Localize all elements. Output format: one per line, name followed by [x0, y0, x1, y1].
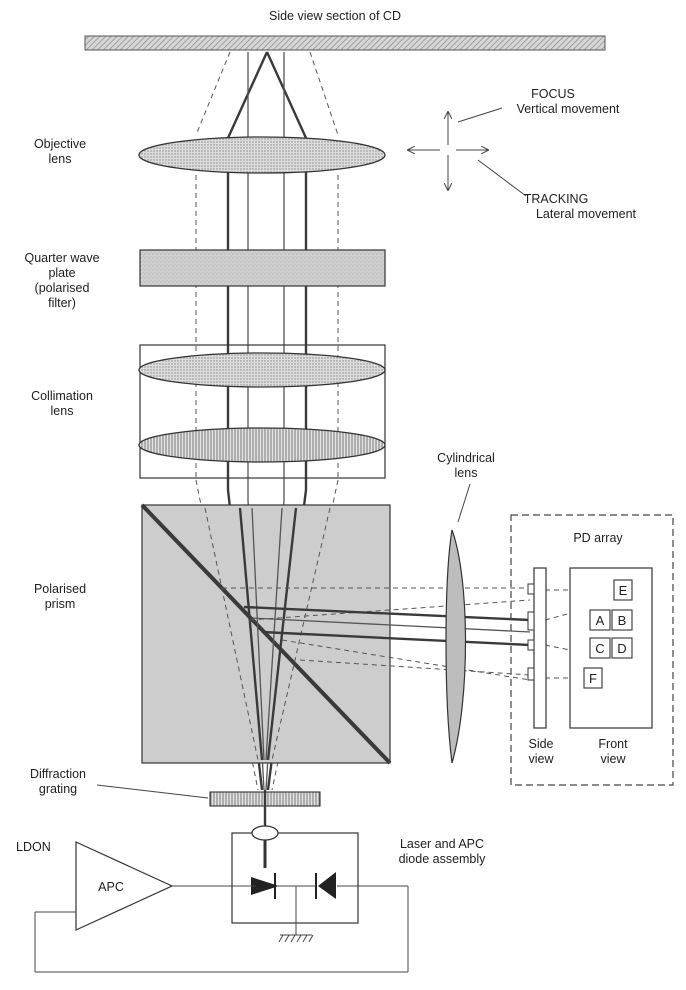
svg-text:prism: prism	[45, 597, 76, 611]
focus-label: FOCUS	[531, 87, 575, 101]
svg-text:Cylindrical: Cylindrical	[437, 451, 495, 465]
svg-text:Front: Front	[598, 737, 628, 751]
cd-label: Side view section of CD	[269, 9, 401, 23]
cylindrical-lens-label: Cylindrical lens	[437, 451, 495, 480]
svg-text:plate: plate	[48, 266, 75, 280]
svg-text:view: view	[600, 752, 626, 766]
ground-icon	[278, 934, 314, 943]
collimation-lens-lower	[138, 427, 386, 463]
svg-text:E: E	[619, 583, 628, 598]
tracking-label: TRACKING	[524, 192, 589, 206]
svg-text:diode assembly: diode assembly	[399, 852, 487, 866]
svg-text:Laser and APC: Laser and APC	[400, 837, 484, 851]
svg-text:lens: lens	[455, 466, 478, 480]
apc-amplifier	[75, 841, 174, 931]
reflected-beams	[222, 587, 621, 681]
laser-diode-icon	[251, 873, 279, 899]
qwp-line-1: Quarter wave	[24, 251, 99, 265]
focus-tracking-arrows-icon	[408, 107, 527, 197]
collimation-lens-housing	[139, 344, 386, 479]
laser-apc-box	[231, 832, 359, 924]
polarised-prism-label: Polarised prism	[34, 582, 86, 611]
prism-diagonal	[140, 503, 392, 765]
svg-text:Quarter wave: Quarter wave	[24, 251, 99, 265]
svg-text:(polarised: (polarised	[35, 281, 90, 295]
svg-text:grating: grating	[39, 782, 77, 796]
collimation-lens-upper	[138, 352, 386, 388]
front-view-label: Front view	[598, 737, 628, 766]
pd-segment-c: C	[589, 637, 611, 659]
laser-lens	[251, 825, 279, 841]
tracking-desc: Lateral movement	[536, 207, 637, 221]
cd-section	[84, 35, 606, 51]
quarter-wave-plate-label: Quarter wave plate (polarised filter)	[24, 251, 99, 310]
pd-side-view	[533, 567, 547, 729]
focus-desc: Vertical movement	[517, 102, 620, 116]
svg-text:A: A	[596, 613, 605, 628]
side-view-label: Side view	[528, 737, 554, 766]
quarter-wave-plate	[139, 249, 386, 287]
pd-segment-b: B	[611, 609, 633, 631]
svg-text:Diffraction: Diffraction	[30, 767, 86, 781]
pd-segment-f: F	[583, 667, 603, 689]
svg-text:C: C	[595, 641, 604, 656]
svg-text:Side: Side	[528, 737, 553, 751]
cylindrical-lens	[445, 529, 467, 764]
svg-text:D: D	[617, 641, 626, 656]
svg-text:view: view	[528, 752, 554, 766]
pd-segment-d: D	[611, 637, 633, 659]
svg-text:B: B	[618, 613, 627, 628]
pd-segment-e: E	[613, 579, 633, 601]
svg-text:Polarised: Polarised	[34, 582, 86, 596]
laser-assembly-label: Laser and APC diode assembly	[399, 837, 487, 866]
pd-segment-a: A	[589, 609, 611, 631]
objective-lens	[138, 136, 386, 174]
pd-front-view	[569, 567, 653, 729]
svg-text:Collimation: Collimation	[31, 389, 93, 403]
svg-text:F: F	[589, 671, 597, 686]
pd-array-label: PD array	[573, 531, 623, 545]
apc-label: APC	[98, 880, 124, 894]
pd-array-box	[510, 514, 674, 786]
diffraction-grating-label: Diffraction grating	[30, 767, 86, 796]
collimation-lens-label: Collimation lens	[31, 389, 93, 418]
apc-diode-icon	[315, 872, 336, 899]
ldon-label: LDON	[16, 840, 51, 854]
svg-text:filter): filter)	[48, 296, 76, 310]
svg-text:lens: lens	[51, 404, 74, 418]
